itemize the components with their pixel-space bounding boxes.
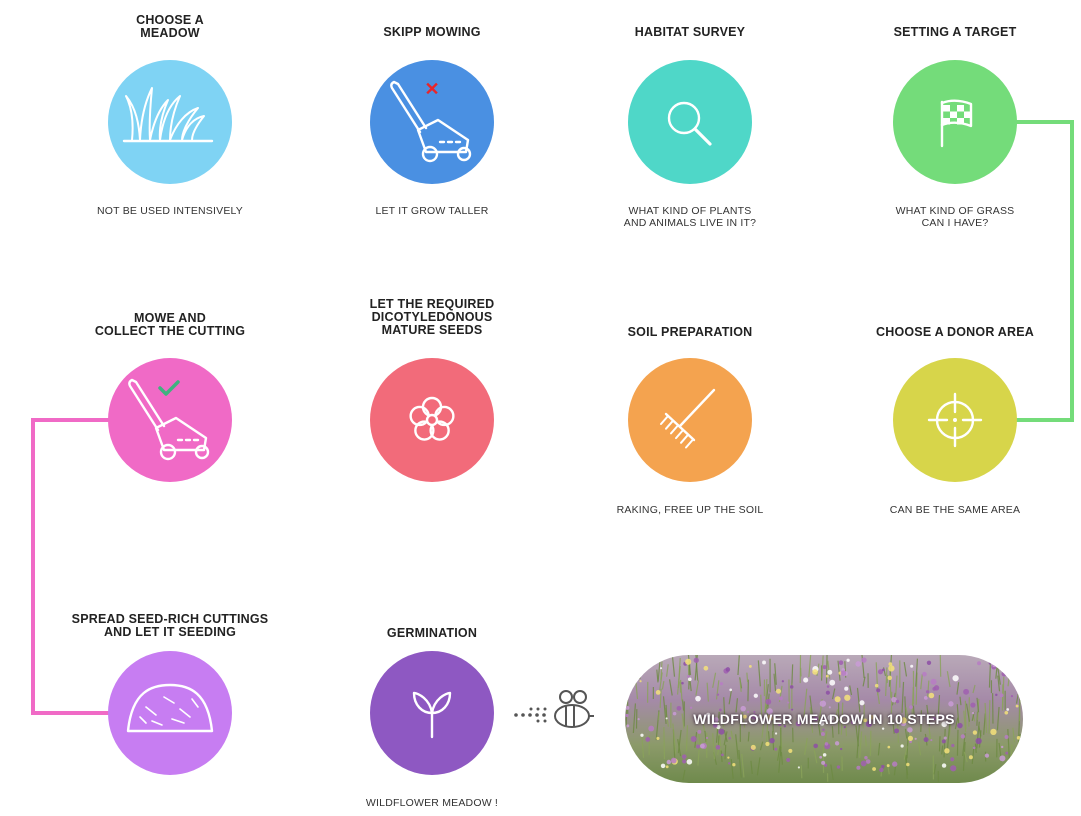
step-title: CHOOSE A MEADOW (50, 14, 290, 40)
step-title: LET THE REQUIRED DICOTYLEDONOUS MATURE S… (312, 298, 552, 337)
step-description: WILDFLOWER MEADOW ! (312, 797, 552, 809)
step-1 (108, 60, 232, 184)
step-title: SOIL PREPARATION (570, 326, 810, 339)
step-3 (628, 60, 752, 184)
step-10 (370, 651, 494, 775)
step-title: HABITAT SURVEY (570, 26, 810, 39)
step-circle (108, 60, 232, 184)
step-7 (370, 358, 494, 482)
banner-label: WILDFLOWER MEADOW IN 10 STEPS (625, 655, 1023, 783)
step-title: SPREAD SEED-RICH CUTTINGS AND LET IT SEE… (50, 613, 290, 639)
step-4 (893, 60, 1017, 184)
step-circle (628, 358, 752, 482)
step-description: WHAT KIND OF PLANTS AND ANIMALS LIVE IN … (570, 205, 810, 229)
step-9 (108, 651, 232, 775)
svg-text:✕: ✕ (424, 79, 439, 99)
step-2: ✕ (370, 60, 494, 184)
step-description: NOT BE USED INTENSIVELY (50, 205, 290, 217)
step-title: CHOOSE A DONOR AREA (835, 326, 1075, 339)
bee-icon (514, 691, 594, 727)
step-title: SKIPP MOWING (312, 26, 552, 39)
step-description: LET IT GROW TALLER (312, 205, 552, 217)
step-6 (628, 358, 752, 482)
step-description: WHAT KIND OF GRASS CAN I HAVE? (835, 205, 1075, 229)
step-description: CAN BE THE SAME AREA (835, 504, 1075, 516)
step-8 (108, 358, 232, 482)
step-description: RAKING, FREE UP THE SOIL (570, 504, 810, 516)
step-title: GERMINATION (312, 627, 552, 640)
step-title: MOWE AND COLLECT THE CUTTING (50, 312, 290, 338)
step-circle (108, 651, 232, 775)
step-5 (893, 358, 1017, 482)
step-circle (628, 60, 752, 184)
step-title: SETTING A TARGET (835, 26, 1075, 39)
